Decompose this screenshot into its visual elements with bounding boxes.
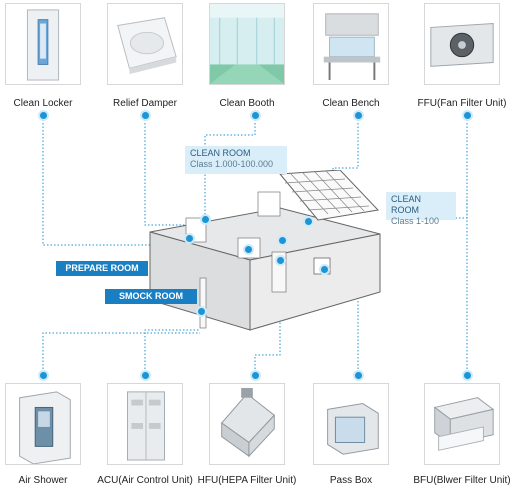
smock-room-tag: SMOCK ROOM: [105, 289, 197, 304]
hfu-card[interactable]: [209, 383, 285, 465]
clean-bench-card[interactable]: [313, 3, 389, 85]
pass-box-image: [327, 403, 379, 455]
air-shower-label: Air Shower: [18, 475, 68, 486]
clean-booth-card[interactable]: [209, 3, 285, 85]
clean-room-main-callout: CLEAN ROOM Class 1.000-100.000: [185, 146, 287, 174]
relief-damper-marker: [142, 112, 149, 119]
pass-box-label: Pass Box: [329, 475, 373, 486]
pass-box-point: [321, 266, 328, 273]
callout-class: Class 1-100: [391, 216, 440, 226]
relief-damper-image: [117, 17, 177, 75]
clean-booth-point: [202, 216, 209, 223]
clean-room-floorplan: [149, 170, 381, 331]
hfu-marker: [252, 372, 259, 379]
prepare-room-tag: PREPARE ROOM: [56, 261, 148, 276]
relief-damper-point: [186, 235, 193, 242]
air-shower-point: [198, 308, 205, 315]
clean-locker-image: [26, 9, 60, 81]
callout-class: Class 1.000-100.000: [190, 159, 274, 169]
clean-bench-label: Clean Bench: [322, 98, 380, 109]
relief-damper-card[interactable]: [107, 3, 183, 85]
ffu-image: [430, 23, 494, 67]
clean-bench-image: [323, 13, 381, 81]
bfu-marker: [464, 372, 471, 379]
air-shower-image: [19, 391, 71, 464]
ffu-marker: [464, 112, 471, 119]
acu-card[interactable]: [107, 383, 183, 465]
clean-locker-marker: [40, 112, 47, 119]
acu-marker: [142, 372, 149, 379]
hfu-point: [277, 257, 284, 264]
acu-label: ACU(Air Control Unit): [97, 475, 193, 486]
clean-locker-label: Clean Locker: [13, 98, 73, 109]
hfu-label: HFU(HEPA Filter Unit): [197, 475, 297, 486]
bfu-card[interactable]: [424, 383, 500, 465]
ffu-point: [279, 237, 286, 244]
clean-booth-label: Clean Booth: [219, 98, 275, 109]
clean-bench-point: [305, 218, 312, 225]
clean-booth-image: [210, 4, 284, 84]
ffu-label: FFU(Fan Filter Unit): [417, 98, 507, 109]
acu-point: [245, 246, 252, 253]
air-shower-marker: [40, 372, 47, 379]
callout-title: CLEAN ROOM: [391, 194, 422, 215]
ffu-card[interactable]: [424, 3, 500, 85]
bfu-label: BFU(Blwer Filter Unit): [413, 475, 511, 486]
clean-bench-marker: [355, 112, 362, 119]
hfu-image: [220, 387, 275, 458]
clean-room-right-callout: CLEAN ROOM Class 1-100: [386, 192, 456, 226]
pass-box-marker: [355, 372, 362, 379]
pass-box-card[interactable]: [313, 383, 389, 465]
callout-title: CLEAN ROOM: [190, 148, 251, 158]
bfu-image: [433, 397, 495, 451]
clean-locker-card[interactable]: [5, 3, 81, 85]
relief-damper-label: Relief Damper: [113, 98, 177, 109]
clean-booth-marker: [252, 112, 259, 119]
air-shower-card[interactable]: [5, 383, 81, 465]
acu-image: [126, 391, 165, 461]
